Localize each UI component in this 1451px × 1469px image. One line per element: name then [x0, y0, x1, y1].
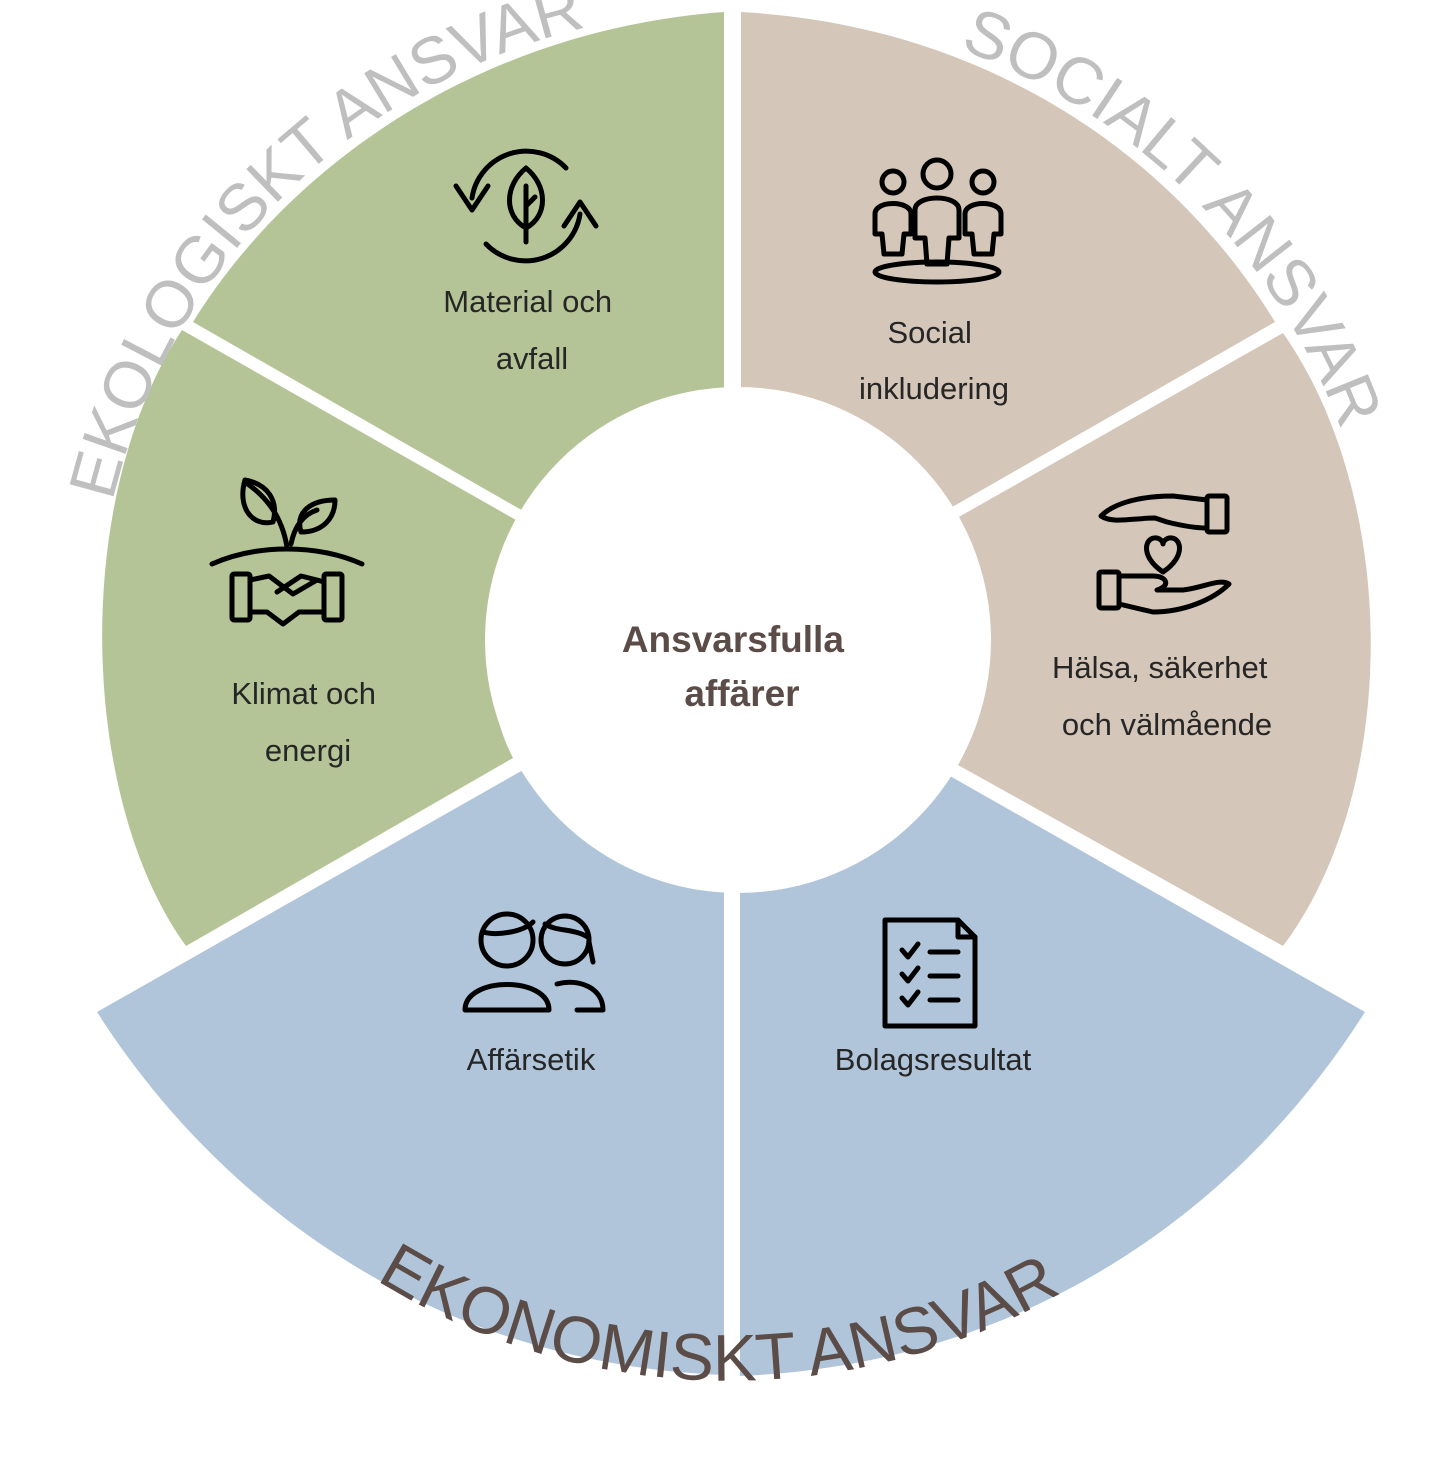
label-climate: Klimat och energi [231, 676, 384, 768]
center-line-2: affärer [684, 673, 799, 714]
label-climate-line-2: energi [265, 733, 351, 768]
center-line-1: Ansvarsfulla [622, 619, 845, 660]
segment-social [741, 12, 1275, 510]
label-results: Bolagsresultat [835, 1042, 1032, 1077]
checklist-icon [882, 917, 978, 1029]
label-health: Hälsa, säkerhet och välmående [1052, 650, 1276, 742]
center-label: Ansvarsfulla affärer [622, 619, 854, 714]
plant-handshake-icon [209, 477, 365, 627]
segment-material [193, 12, 724, 512]
segment-climate [102, 330, 516, 946]
segment-ethics [97, 770, 724, 1375]
label-ethics: Affärsetik [467, 1042, 596, 1077]
people-group-icon [872, 157, 1004, 285]
two-persons-icon [462, 911, 606, 1013]
center-circle [485, 387, 991, 893]
segment-health [957, 333, 1371, 946]
label-material-line-1: Material och [443, 284, 612, 319]
label-health-line-2: och välmående [1062, 707, 1272, 742]
label-social-line-2: inkludering [859, 371, 1009, 406]
label-material: Material och avfall [443, 284, 620, 376]
recycle-leaf-icon [453, 148, 599, 264]
segment-results [740, 776, 1365, 1376]
label-social: Social inkludering [859, 315, 1009, 406]
label-health-line-1: Hälsa, säkerhet [1052, 650, 1268, 685]
label-material-line-2: avfall [496, 341, 568, 376]
label-social-line-1: Social [887, 315, 971, 350]
hands-heart-icon [1096, 493, 1232, 615]
label-climate-line-1: Klimat och [231, 676, 376, 711]
